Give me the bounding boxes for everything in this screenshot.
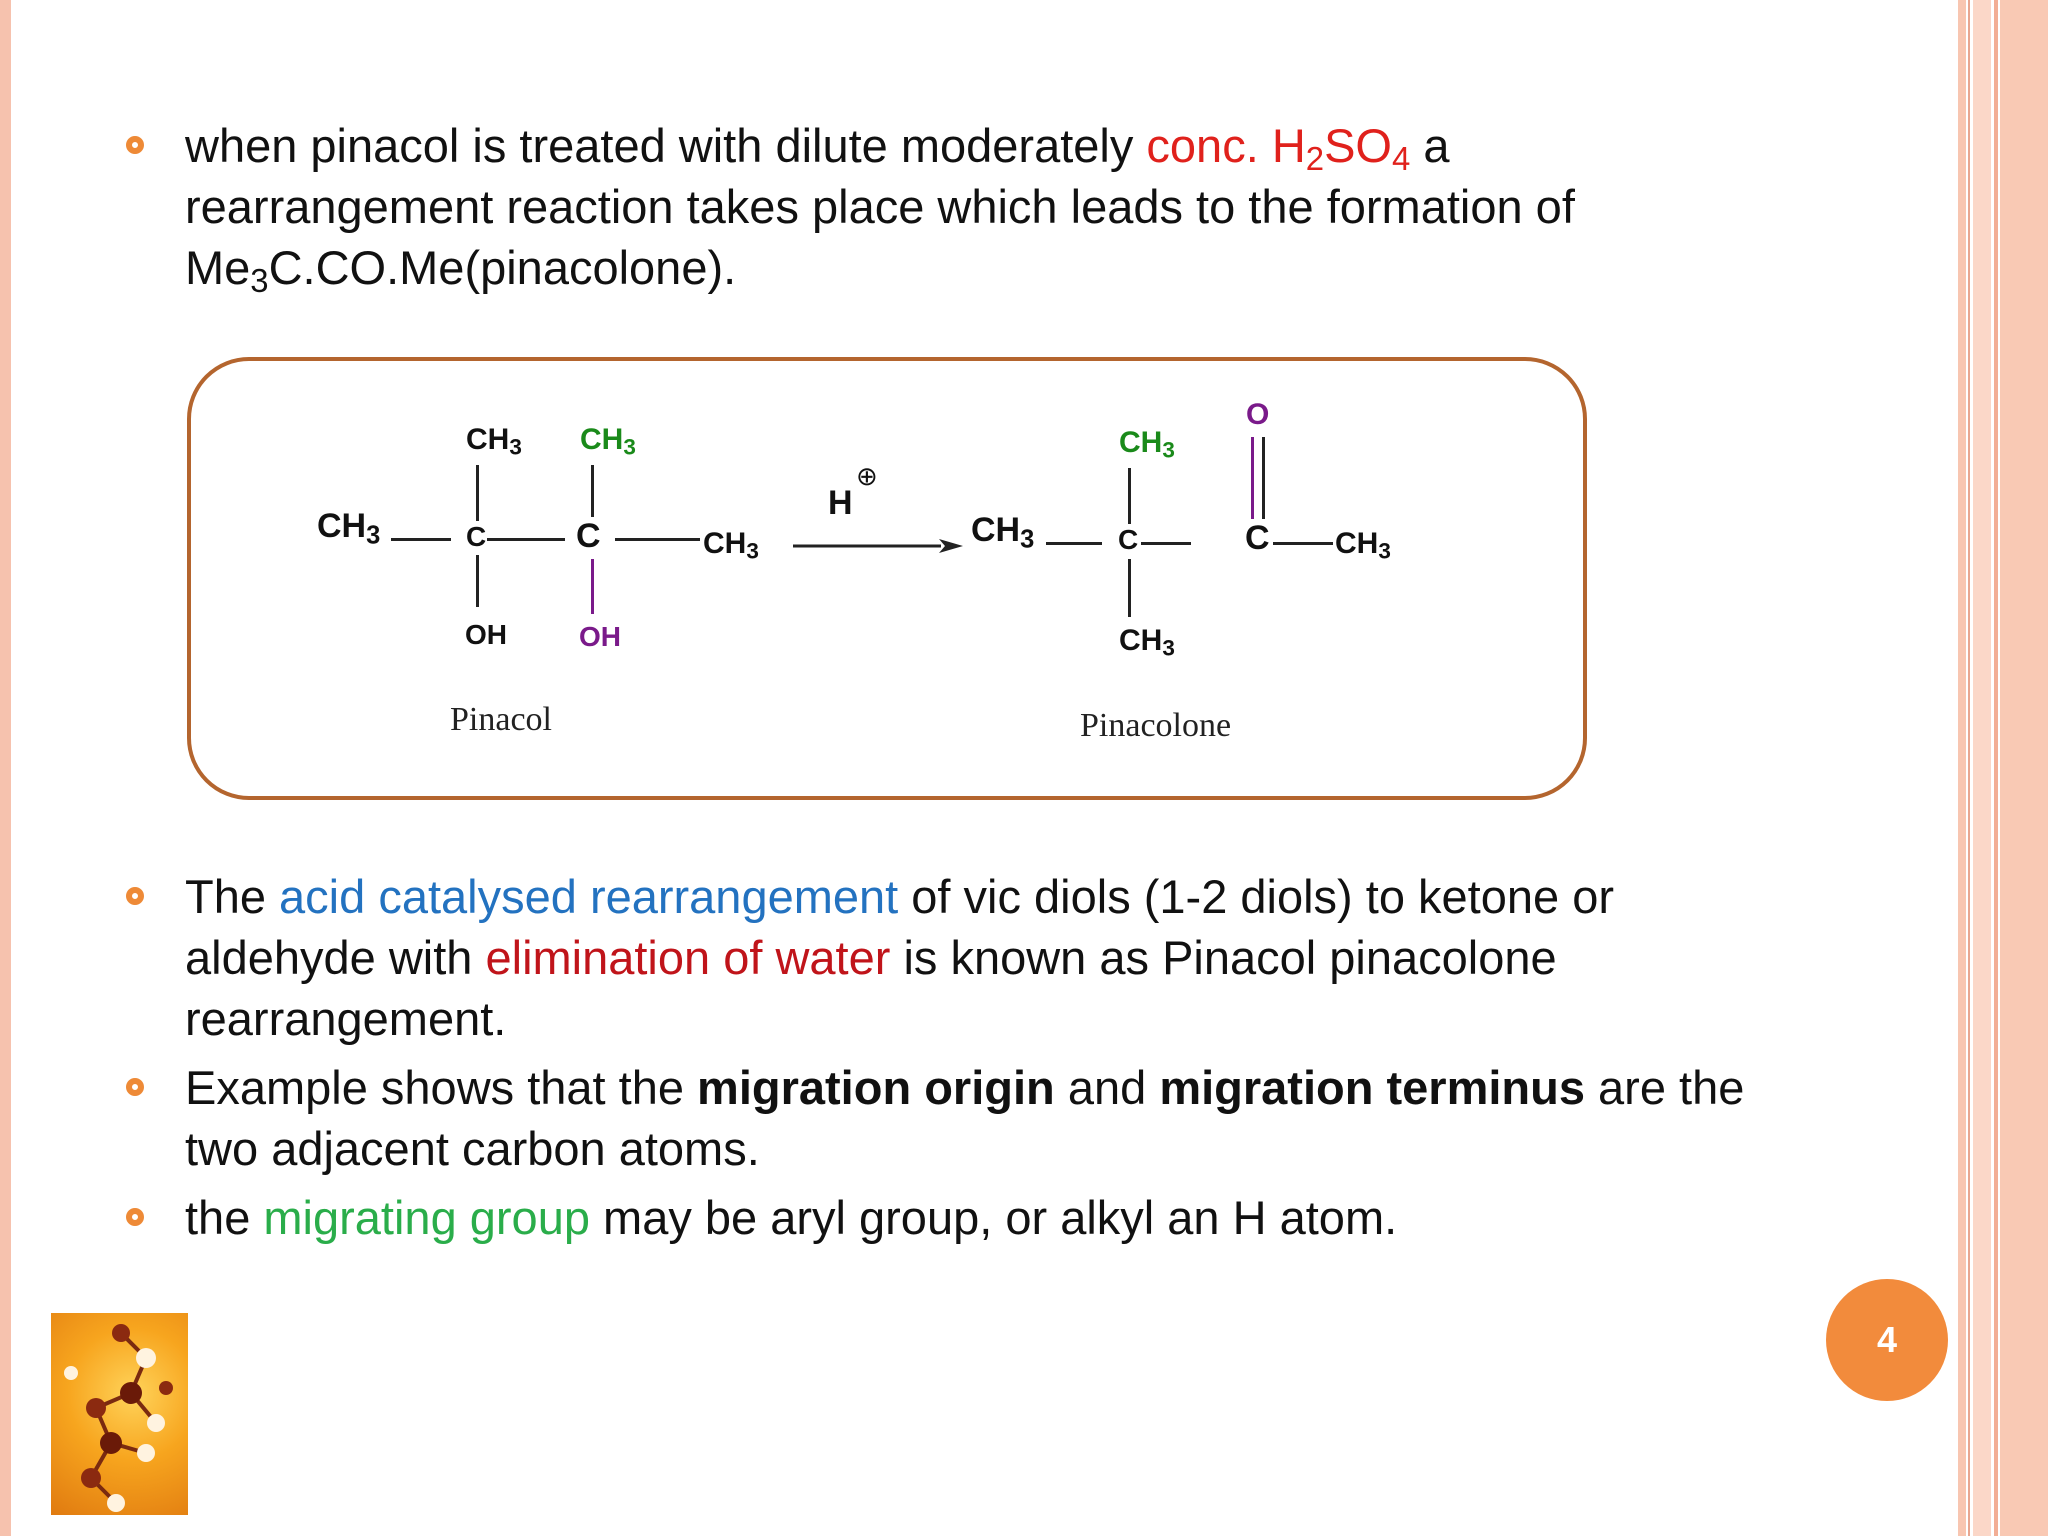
bond <box>1141 542 1191 545</box>
left-border <box>0 0 11 1536</box>
bullet-ring-icon <box>126 136 144 154</box>
bond <box>487 538 565 541</box>
bullet-item: The acid catalysed rearrangement of vic … <box>126 866 1775 1049</box>
bond <box>391 538 451 541</box>
bond <box>591 465 594 517</box>
bullet-ring-icon <box>126 1208 144 1226</box>
pinacol-c1: C <box>466 521 487 552</box>
pinacolone-label: Pinacolone <box>1080 707 1232 744</box>
pinacol-label: Pinacol <box>450 701 552 738</box>
pinacolone-right-ch3: CH3 <box>1335 527 1391 564</box>
pinacol-oh-2: OH <box>579 621 621 652</box>
pinacol-oh-1: OH <box>465 619 507 650</box>
right-border-stripe <box>2000 0 2048 1536</box>
positive-charge-icon: ⊕ <box>856 461 878 491</box>
reaction-arrow <box>793 539 963 553</box>
pinacol-left-ch3: CH3 <box>317 507 381 550</box>
bullet-item: Example shows that the migration origin … <box>126 1057 1775 1179</box>
pinacol-top-ch3-1: CH3 <box>466 423 522 460</box>
bond <box>591 559 594 614</box>
right-border-stripe <box>1958 0 1966 1536</box>
reagent-h: H <box>828 484 853 522</box>
pinacolone-c1: C <box>1118 524 1139 555</box>
bullet-text: The acid catalysed rearrangement of vic … <box>185 870 1614 1045</box>
pinacolone-left-ch3: CH3 <box>971 511 1035 554</box>
pinacol-top-ch3-2: CH3 <box>580 423 636 460</box>
bond <box>476 465 479 521</box>
pinacolone-c2: C <box>1245 519 1270 557</box>
bullet-text: when pinacol is treated with dilute mode… <box>185 119 1575 300</box>
pinacol-c2: C <box>576 517 601 555</box>
pinacolone-bottom-ch3: CH3 <box>1119 624 1175 661</box>
page-number-badge: 4 <box>1826 1279 1948 1401</box>
double-bond <box>1262 437 1265 519</box>
bullet-ring-icon <box>126 887 144 905</box>
bullet-ring-icon <box>126 1078 144 1096</box>
right-border-stripe <box>1973 0 1991 1536</box>
pinacolone-oxygen: O <box>1246 398 1270 431</box>
bullet-text: the migrating group may be aryl group, o… <box>185 1191 1398 1244</box>
bond <box>1046 542 1102 545</box>
molecule-image-icon <box>51 1313 188 1515</box>
pinacol-right-ch3: CH3 <box>703 527 759 564</box>
bullet-text: Example shows that the migration origin … <box>185 1061 1745 1175</box>
pinacolone-top-ch3: CH3 <box>1119 426 1175 463</box>
right-border-stripe <box>1968 0 1970 1536</box>
top-bullet-list: when pinacol is treated with dilute mode… <box>126 115 1745 300</box>
bond <box>476 555 479 607</box>
bond <box>1128 468 1131 524</box>
bullet-item: when pinacol is treated with dilute mode… <box>126 115 1745 300</box>
reaction-diagram-box: CH3 C C CH3 CH3 CH3 OH OH Pinacol H ⊕ CH… <box>187 357 1587 800</box>
double-bond <box>1251 437 1254 519</box>
bullet-item: the migrating group may be aryl group, o… <box>126 1187 1775 1248</box>
bond <box>1273 542 1333 545</box>
right-border-stripe <box>1994 0 1998 1536</box>
bond <box>1128 559 1131 617</box>
bond <box>615 538 700 541</box>
bottom-bullet-list: The acid catalysed rearrangement of vic … <box>126 866 1775 1248</box>
